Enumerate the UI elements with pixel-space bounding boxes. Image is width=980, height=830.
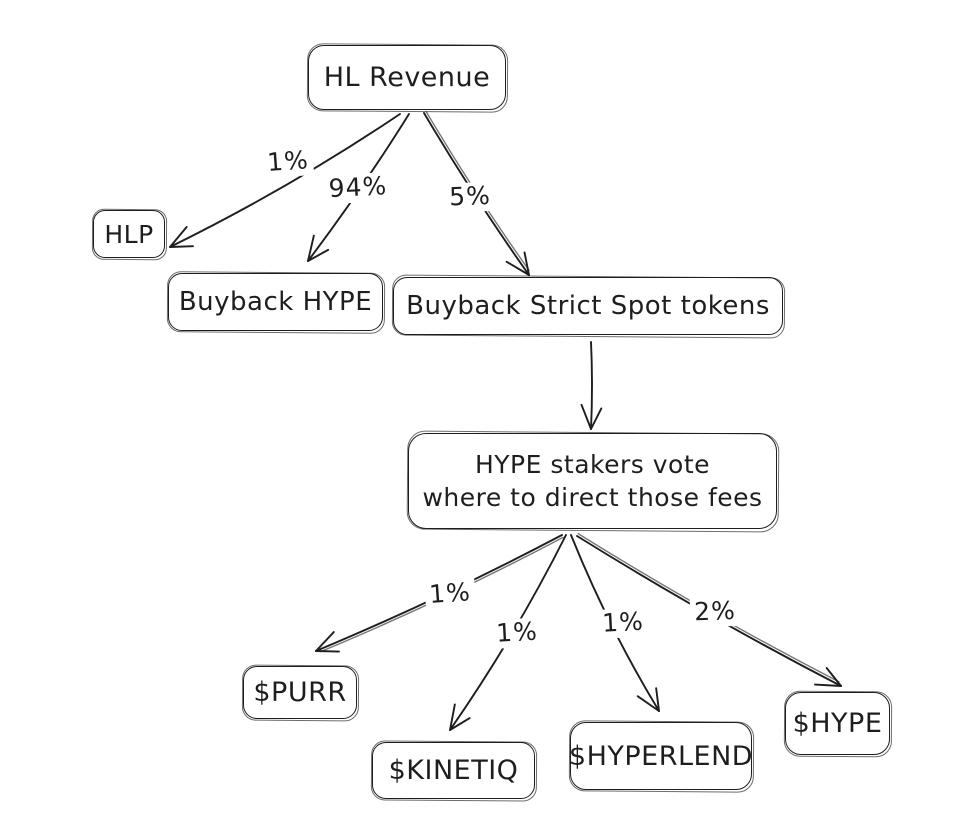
arrow-to-stakers (580, 341, 603, 430)
node-hl-revenue: HL Revenue (308, 45, 506, 110)
node-hl-revenue-label: HL Revenue (323, 62, 491, 93)
edge-label-kinetiq-1pct: 1% (491, 617, 543, 649)
edge-label-hlp-1pct: 1% (262, 145, 314, 179)
arrow-to-hlp (169, 113, 401, 248)
node-purr: $PURR (243, 666, 357, 719)
node-buyback-strict-spot-tokens-label: Buyback Strict Spot tokens (406, 291, 770, 321)
node-purr-label: $PURR (253, 677, 347, 708)
node-hype-stakers-vote-line2: where to direct those fees (422, 483, 763, 512)
edge-label-purr-1pct: 1% (424, 577, 476, 611)
node-hype-stakers-vote: HYPE stakers vote where to direct those … (408, 433, 777, 529)
node-hype: $HYPE (785, 692, 890, 755)
edge-label-buyback-strict-5pct: 5% (444, 181, 496, 213)
edge-label-hype-2pct: 2% (689, 596, 741, 628)
node-hyperlend-label: $HYPERLEND (568, 740, 754, 772)
edge-label-hyperlend-1pct: 1% (597, 607, 649, 639)
node-hype-label: $HYPE (792, 708, 883, 739)
node-hlp: HLP (93, 210, 165, 258)
node-hyperlend: $HYPERLEND (568, 722, 754, 790)
node-kinetiq-label: $KINETIQ (388, 755, 519, 786)
node-kinetiq: $KINETIQ (372, 742, 535, 799)
node-buyback-hype-label: Buyback HYPE (178, 287, 373, 317)
node-buyback-hype: Buyback HYPE (168, 273, 383, 331)
node-buyback-strict-spot-tokens: Buyback Strict Spot tokens (393, 277, 783, 335)
node-hype-stakers-vote-line1: HYPE stakers vote (474, 449, 711, 479)
node-hlp-label: HLP (104, 219, 154, 249)
edge-label-buyback-hype-94pct: 94% (324, 171, 392, 205)
